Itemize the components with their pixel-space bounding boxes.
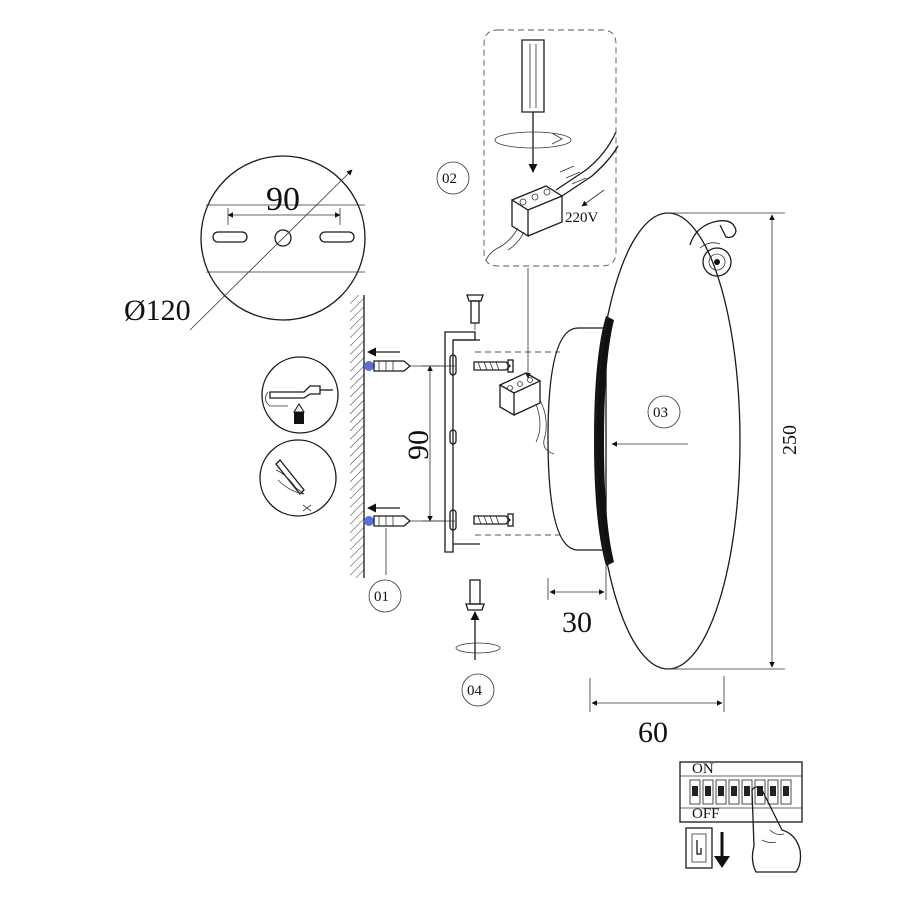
switch-on-label: ON xyxy=(692,761,714,777)
breaker-unit xyxy=(715,779,727,805)
step-01-badge xyxy=(368,579,402,613)
wiring-detail-frame xyxy=(483,29,617,267)
lower-screw xyxy=(473,513,514,527)
breaker-toggle xyxy=(757,786,763,796)
bottom-set-screw xyxy=(455,579,501,660)
lower-anchor xyxy=(364,503,455,575)
terminal-block xyxy=(498,372,555,455)
breaker-unit xyxy=(767,779,779,805)
breaker-toggle xyxy=(770,786,776,796)
step-04-label: 04 xyxy=(467,683,483,699)
step-01-label: 01 xyxy=(374,589,389,605)
step-02-badge xyxy=(436,161,470,195)
breaker-toggle xyxy=(731,786,737,796)
hand-icon xyxy=(751,786,802,873)
breaker-unit xyxy=(728,779,740,805)
mount-spacing-dim: 90 xyxy=(402,430,435,460)
upper-screw xyxy=(473,359,514,373)
lamp-shade xyxy=(595,212,741,670)
switch-off-label: OFF xyxy=(692,806,720,822)
step-04-badge xyxy=(461,673,495,707)
breaker-toggle xyxy=(718,786,724,796)
step-03-badge xyxy=(647,395,681,429)
base-depth-dim: 30 xyxy=(562,606,592,639)
breaker-unit xyxy=(754,779,766,805)
breaker-toggle xyxy=(705,786,711,796)
top-set-screw xyxy=(466,294,484,330)
base-depth-dimension xyxy=(547,566,607,600)
breaker-unit xyxy=(702,779,714,805)
step-03-label: 03 xyxy=(653,405,668,421)
upper-anchor xyxy=(364,347,455,372)
breaker-toggle xyxy=(744,786,750,796)
height-dimension xyxy=(668,212,785,670)
top-view-plate xyxy=(189,155,366,331)
breaker-toggle xyxy=(783,786,789,796)
voltage-label: 220V xyxy=(565,210,599,226)
depth-dimension xyxy=(589,676,725,712)
breaker-unit xyxy=(780,779,792,805)
pencil-mark-icon xyxy=(259,439,337,517)
down-arrow-icon xyxy=(714,832,730,868)
snail-ornament xyxy=(689,220,737,277)
screwdriver-icon xyxy=(494,39,572,173)
depth-dim: 60 xyxy=(638,716,668,749)
breaker-unit xyxy=(689,779,701,805)
diameter-dim: Ø120 xyxy=(124,294,191,327)
wall xyxy=(350,295,365,578)
step-02-label: 02 xyxy=(442,171,457,187)
breaker-panel xyxy=(679,761,803,823)
drill-icon xyxy=(261,356,339,434)
height-dim: 250 xyxy=(779,425,801,455)
breaker-toggle xyxy=(692,786,698,796)
wiring-connector xyxy=(485,131,619,261)
mounting-bracket xyxy=(422,331,480,553)
top-width-dim: 90 xyxy=(266,181,300,218)
off-switch-icon xyxy=(685,827,713,869)
lamp-base xyxy=(547,316,614,566)
